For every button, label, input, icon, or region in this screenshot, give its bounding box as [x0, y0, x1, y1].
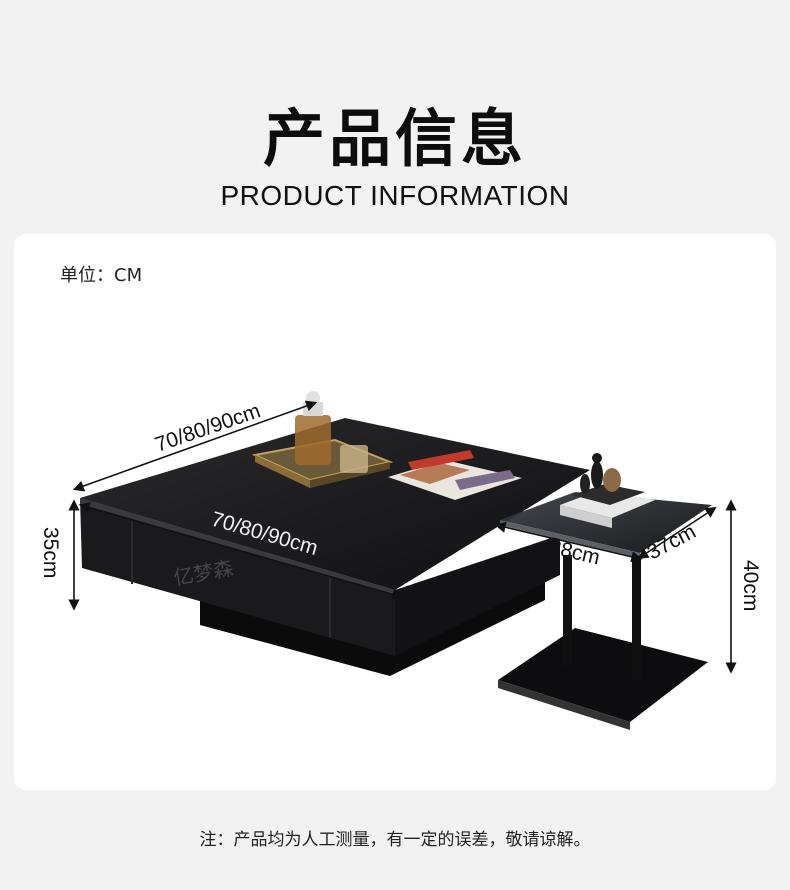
footer-note: 注：产品均为人工测量，有一定的误差，敬请谅解。 — [199, 830, 591, 850]
page-subtitle: PRODUCT INFORMATION — [220, 180, 570, 211]
page-title: 产品信息 — [262, 102, 527, 175]
dimension-lines — [68, 400, 737, 674]
unit-label: 单位：CM — [60, 265, 143, 286]
magazine — [388, 450, 522, 500]
dim-side-height: 40cm — [739, 560, 762, 611]
dim-coffee-height: 35cm — [39, 527, 62, 578]
